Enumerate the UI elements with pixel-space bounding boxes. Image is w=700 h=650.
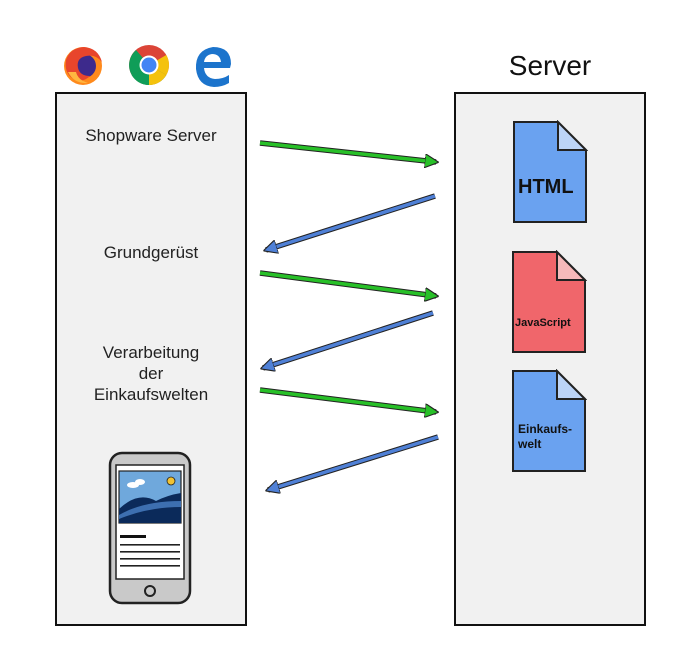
chrome-icon (129, 45, 169, 85)
step-label-grundgeruest: Grundgerüst (103, 243, 199, 262)
server-title: Server (508, 50, 592, 81)
smartphone-icon (108, 451, 192, 605)
step-label-shopware-server: Shopware Server (85, 126, 217, 145)
html-document-icon (513, 120, 588, 223)
einkaufswelt-document-label: Einkaufs- welt (518, 422, 573, 451)
javascript-document-icon (512, 250, 587, 353)
edge-icon (195, 47, 231, 87)
html-document-label: HTML (518, 176, 574, 198)
javascript-document-label: JavaScript (515, 317, 571, 329)
firefox-icon (64, 47, 102, 85)
einkaufswelt-document-icon (512, 369, 587, 472)
step-label-verarbeitung: Verarbeitung der Einkaufswelten (93, 343, 209, 404)
